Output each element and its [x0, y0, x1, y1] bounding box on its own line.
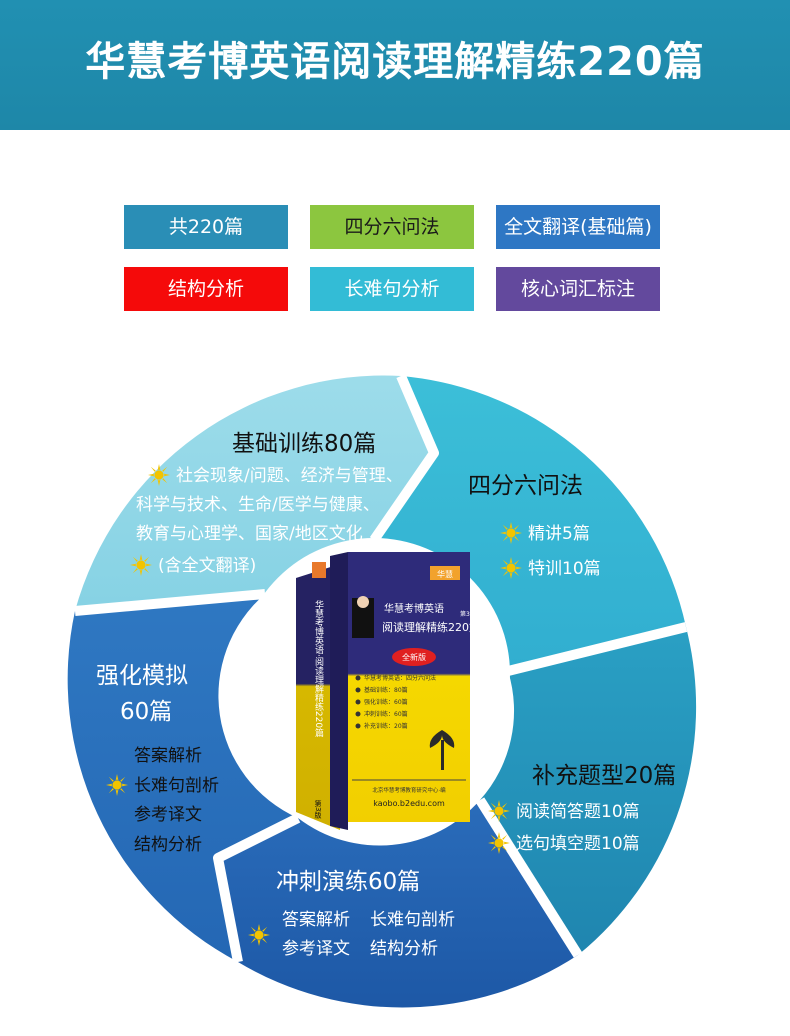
- intensive-title-line1: 强化模拟: [96, 663, 188, 689]
- tag-full-translation: 全文翻译(基础篇): [496, 205, 660, 249]
- intensive-items: 答案解析 长难句剖析 参考译文 结构分析: [134, 746, 219, 855]
- book-spine-sub: 第3版: [314, 799, 322, 819]
- segment-basic-training: [75, 375, 434, 611]
- sprint-items: 答案解析长难句剖析 参考译文结构分析: [282, 910, 455, 959]
- basic-training-note: (含全文翻译): [130, 552, 256, 581]
- book-bullet-2: 基础训练：80篇: [364, 686, 408, 694]
- book-graduate-figure: [352, 598, 374, 638]
- page-title: 华慧考博英语阅读理解精练220篇: [85, 39, 705, 85]
- header-banner: 华慧考博英语阅读理解精练220篇: [0, 0, 790, 130]
- book-website: kaobo.b2edu.com: [373, 799, 445, 808]
- tag-four-six-method: 四分六问法: [310, 205, 474, 249]
- segment-supplement: [480, 627, 697, 955]
- intensive-title-line2: 60篇: [120, 699, 173, 725]
- sparkle-icon: [248, 924, 270, 946]
- segment-intensive: [67, 594, 298, 962]
- sparkle-icon: [130, 554, 152, 576]
- sparkle-icon: [148, 464, 170, 486]
- book-spine-title: 华慧考博英语·阅读理解精练220篇: [313, 599, 324, 738]
- book-cover: [348, 552, 470, 822]
- book-brand: 华慧: [437, 569, 453, 579]
- book-bullet-5: 补充训练：20篇: [364, 722, 408, 730]
- tag-total-articles: 共220篇: [124, 205, 288, 249]
- tag-long-sentence-analysis: 长难句分析: [310, 267, 474, 311]
- sparkle-icon: [488, 800, 510, 822]
- supplement-items: 阅读简答题10篇 选句填空题10篇: [488, 796, 640, 860]
- book-badge-new: [392, 648, 436, 666]
- book-bullet-4: 冲刺训练：60篇: [364, 710, 408, 718]
- book-cover-title-2: 阅读理解精练220篇: [382, 620, 480, 634]
- basic-training-title: 基础训练80篇: [232, 431, 377, 457]
- svg-text:全新版: 全新版: [402, 652, 426, 662]
- sparkle-icon: [488, 832, 510, 854]
- book-spine-logo-icon: [312, 562, 326, 578]
- segment-sprint: [218, 800, 578, 1008]
- four-six-items: 精讲5篇 特训10篇: [500, 517, 601, 587]
- book-cover-mark: 第3版: [460, 610, 476, 618]
- four-six-title: 四分六问法: [468, 473, 583, 499]
- book-brand-badge: [430, 566, 460, 580]
- sparkle-icon: [500, 522, 522, 544]
- book-image: 华慧考博英语·阅读理解精练220篇 第3版 华慧 华慧考博英语 阅读理解精练22…: [296, 552, 480, 830]
- sparkle-icon: [500, 557, 522, 579]
- book-cover-title-1: 华慧考博英语: [384, 602, 444, 615]
- segment-four-six-method: [374, 376, 686, 671]
- tag-structure-analysis: 结构分析: [124, 267, 288, 311]
- book-footer-text: 北京华慧考博教育研究中心·编: [372, 786, 446, 794]
- sparkle-icon: [106, 774, 128, 796]
- sprint-title: 冲刺演练60篇: [276, 869, 421, 895]
- book-bullet-3: 强化训练：60篇: [364, 698, 408, 706]
- book-tree-icon: [429, 730, 455, 770]
- supplement-title: 补充题型20篇: [532, 763, 677, 789]
- basic-training-topics: 社会现象/问题、经济与管理、 科学与技术、生命/医学与健康、 教育与心理学、国家…: [136, 464, 403, 544]
- tag-core-vocabulary: 核心词汇标注: [496, 267, 660, 311]
- book-bullet-1: 华慧考博英语：四分六问法: [364, 674, 436, 682]
